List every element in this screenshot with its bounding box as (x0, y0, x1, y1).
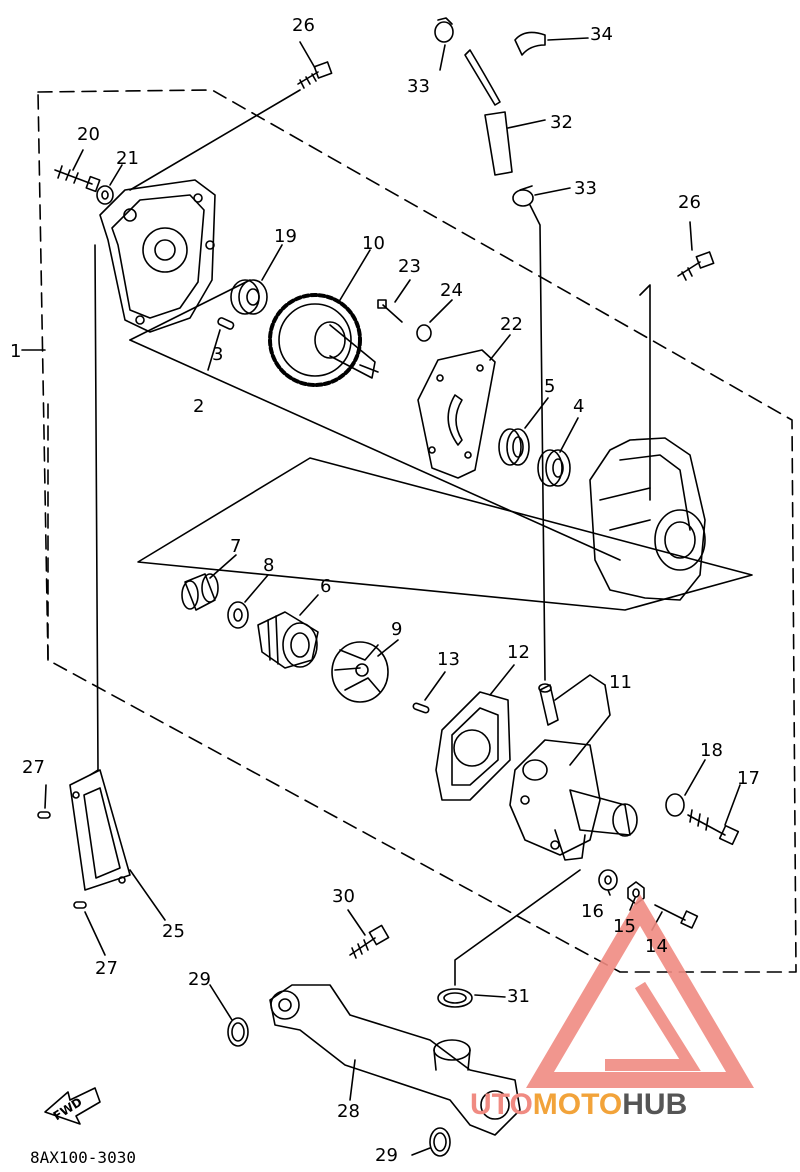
gear-subassembly-frame (137, 457, 753, 611)
callout-33-top: 33 (407, 76, 430, 97)
dowel-pin-3 (217, 317, 235, 330)
callout-2: 2 (193, 396, 205, 417)
callout-23: 23 (398, 256, 421, 277)
callout-1: 1 (10, 341, 22, 362)
gear-cover (99, 179, 216, 333)
watermark-text-part-1: UTO (470, 1088, 533, 1121)
impeller-shaft-gear-10 (268, 293, 379, 387)
clamp-33-top (434, 17, 454, 43)
callout-26-right: 26 (678, 192, 701, 213)
bearing-19 (230, 279, 268, 315)
watermark-text-part-2: MOTO (532, 1088, 623, 1121)
water-pump-housing (509, 739, 638, 861)
bolt-26-right (677, 251, 715, 281)
callout-29-top: 29 (188, 969, 211, 990)
callout-21: 21 (116, 148, 139, 169)
callout-4: 4 (573, 396, 585, 417)
callout-20: 20 (77, 124, 100, 145)
bolt-30 (349, 924, 390, 959)
bolt-17 (687, 809, 740, 846)
clip-34 (514, 31, 546, 56)
callout-27-top: 27 (22, 757, 45, 778)
callout-19: 19 (274, 226, 297, 247)
callout-26-top: 26 (292, 15, 315, 36)
callout-31: 31 (507, 986, 530, 1007)
callout-14: 14 (645, 936, 668, 957)
impeller-9 (331, 641, 389, 703)
pump-housing (589, 437, 706, 601)
watermark-text-part-3: HUB (622, 1088, 688, 1121)
callout-3: 3 (212, 344, 224, 365)
washer-21 (96, 185, 114, 205)
oil-seal-5 (498, 428, 530, 466)
screw-23 (377, 299, 403, 323)
washer-24 (416, 324, 432, 342)
callout-27-bottom: 27 (95, 958, 118, 979)
seal-plate-22 (417, 349, 496, 479)
bolt-14 (654, 904, 699, 929)
callout-24: 24 (440, 280, 463, 301)
callout-33-bottom: 33 (574, 178, 597, 199)
bearing-4 (537, 449, 571, 487)
o-ring-29-top (227, 1017, 249, 1047)
washer-18 (665, 793, 685, 817)
collar-7 (181, 573, 219, 611)
callout-7: 7 (230, 536, 242, 557)
callout-12: 12 (507, 642, 530, 663)
callout-15: 15 (613, 916, 636, 937)
callout-32: 32 (550, 112, 573, 133)
diagram-code: 8AX100-3030 (30, 1148, 136, 1167)
watermark-text: UTOMOTOHUB (470, 1088, 687, 1122)
nut-15 (627, 881, 645, 905)
callout-29-bottom: 29 (375, 1145, 398, 1166)
bolt-20 (54, 165, 101, 193)
o-ring-29-bottom (429, 1127, 451, 1157)
clamp-33-bottom (512, 185, 534, 207)
fitting-11 (538, 683, 559, 726)
pin-13 (412, 702, 430, 714)
gasket-12 (435, 691, 511, 801)
callout-16: 16 (581, 901, 604, 922)
callout-17: 17 (737, 768, 760, 789)
callout-18: 18 (700, 740, 723, 761)
washer-8 (227, 601, 249, 629)
callout-22: 22 (500, 314, 523, 335)
bolt-26-top (297, 61, 333, 89)
callout-30: 30 (332, 886, 355, 907)
callout-8: 8 (263, 555, 275, 576)
assembly-boundary (37, 89, 797, 973)
watermark-logo-icon (526, 894, 754, 1088)
gasket-25 (69, 769, 131, 891)
callout-6: 6 (320, 576, 332, 597)
callout-11: 11 (609, 672, 632, 693)
callout-9: 9 (391, 619, 403, 640)
pin-27-top (37, 811, 51, 819)
callout-34: 34 (590, 24, 613, 45)
water-pipe-28 (269, 984, 521, 1136)
pin-27-bottom (73, 901, 87, 909)
callout-5: 5 (544, 376, 556, 397)
callout-10: 10 (362, 233, 385, 254)
washer-16 (598, 869, 618, 891)
callout-28: 28 (337, 1101, 360, 1122)
fwd-arrow-icon (44, 1087, 101, 1125)
mechanical-seal-6 (257, 611, 319, 669)
o-ring-31 (437, 988, 473, 1008)
callout-13: 13 (437, 649, 460, 670)
callout-25: 25 (162, 921, 185, 942)
hose-32 (464, 49, 513, 176)
